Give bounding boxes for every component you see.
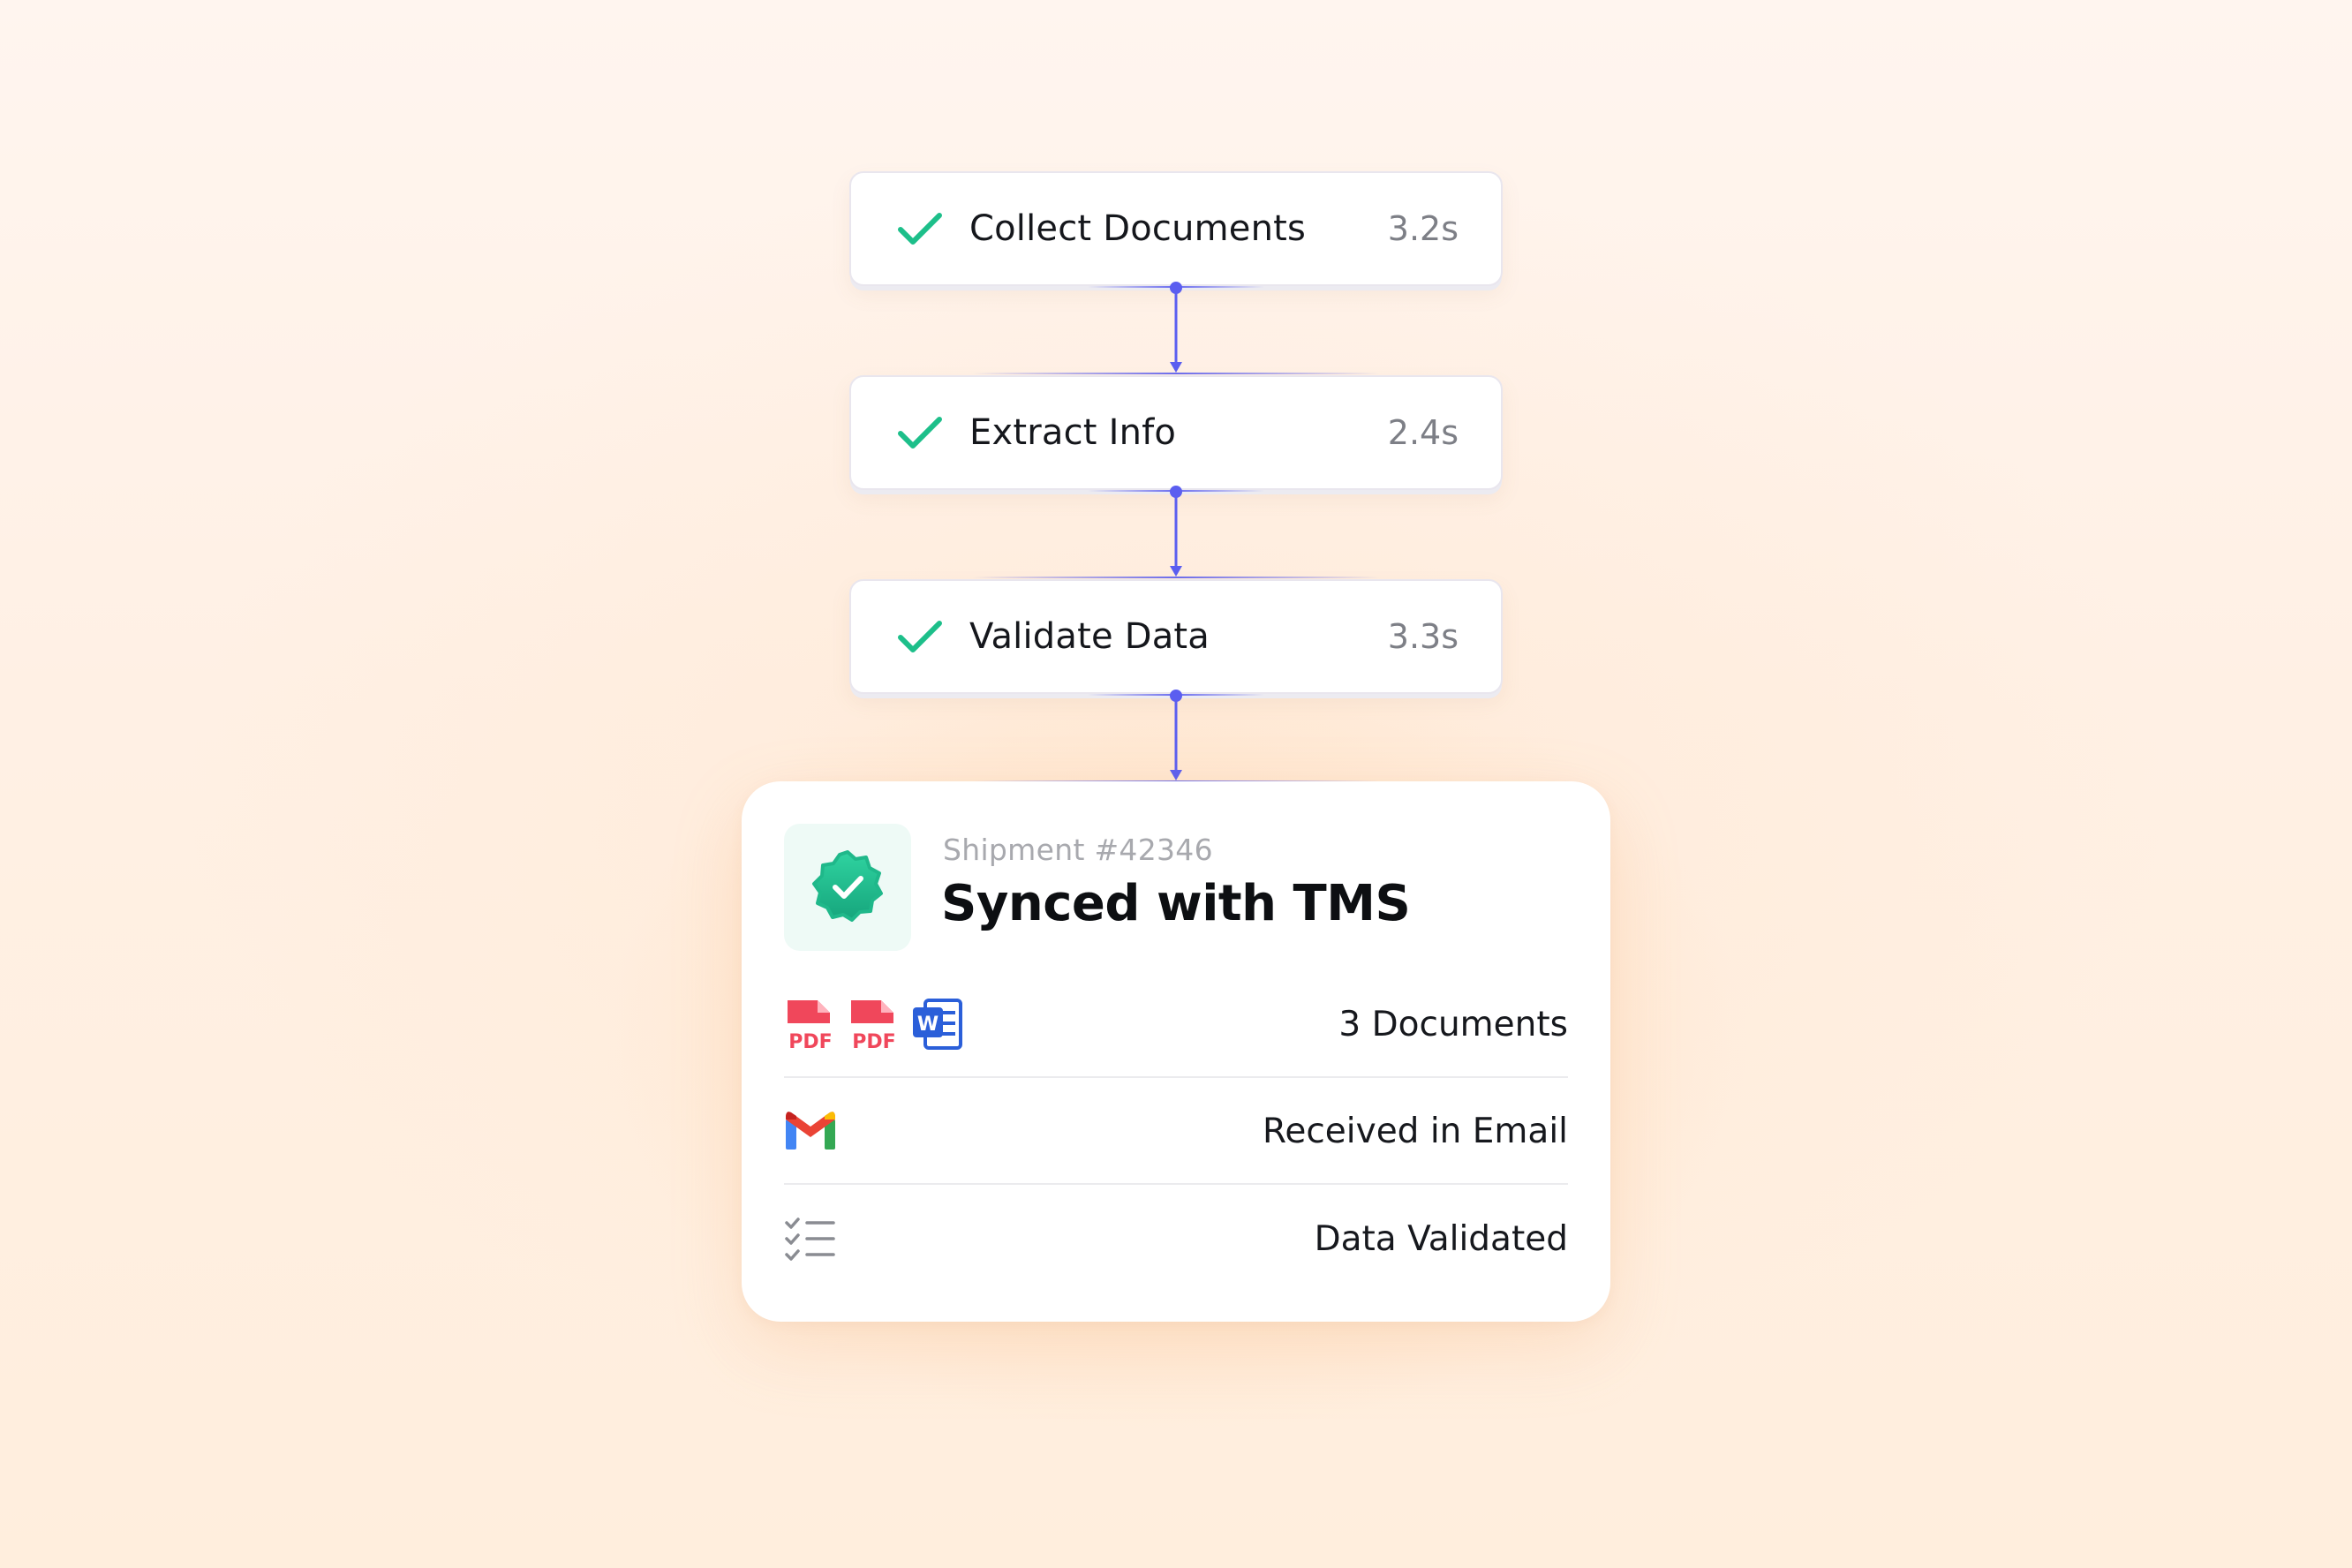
pdf-file-icon: PDF	[851, 1000, 896, 1052]
connector-arrow	[973, 486, 1379, 578]
step-duration: 3.2s	[1387, 209, 1459, 248]
shipment-result-card[interactable]: Shipment #42346 Synced with TMS PDF PDF …	[742, 781, 1610, 1322]
email-icons	[784, 1111, 1263, 1151]
check-icon	[895, 204, 945, 253]
word-label: W	[917, 1014, 939, 1036]
step-label: Validate Data	[969, 616, 1210, 657]
pdf-label: PDF	[788, 1031, 832, 1052]
word-file-icon: W	[913, 999, 962, 1050]
step-label: Collect Documents	[969, 208, 1307, 249]
document-icons: PDF PDF W	[784, 997, 1338, 1052]
step-card-extract-info[interactable]: Extract Info 2.4s	[849, 375, 1503, 490]
connector-arrow	[973, 282, 1379, 374]
info-row-email[interactable]: Received in Email	[784, 1079, 1568, 1185]
result-title: Synced with TMS	[941, 875, 1411, 932]
pdf-label: PDF	[852, 1031, 895, 1052]
checklist-icon	[785, 1217, 835, 1261]
validation-icons	[784, 1215, 1315, 1263]
connector-arrow	[973, 690, 1379, 782]
step-duration: 2.4s	[1387, 413, 1459, 452]
shipment-number: Shipment #42346	[943, 833, 1213, 867]
verified-badge-icon	[812, 850, 883, 922]
step-label: Extract Info	[969, 412, 1177, 453]
check-icon	[895, 408, 945, 457]
info-row-documents[interactable]: PDF PDF W 3 Documents	[784, 972, 1568, 1078]
step-duration: 3.3s	[1387, 617, 1459, 656]
badge-container	[784, 824, 911, 951]
email-source: Received in Email	[1263, 1111, 1568, 1151]
step-card-validate-data[interactable]: Validate Data 3.3s	[849, 579, 1503, 694]
step-card-collect-documents[interactable]: Collect Documents 3.2s	[849, 171, 1503, 286]
validation-status: Data Validated	[1314, 1218, 1568, 1259]
documents-count: 3 Documents	[1338, 1004, 1568, 1044]
gmail-icon	[786, 1112, 835, 1150]
pdf-file-icon: PDF	[788, 1000, 833, 1052]
check-icon	[895, 612, 945, 661]
info-row-validation[interactable]: Data Validated	[784, 1186, 1568, 1292]
